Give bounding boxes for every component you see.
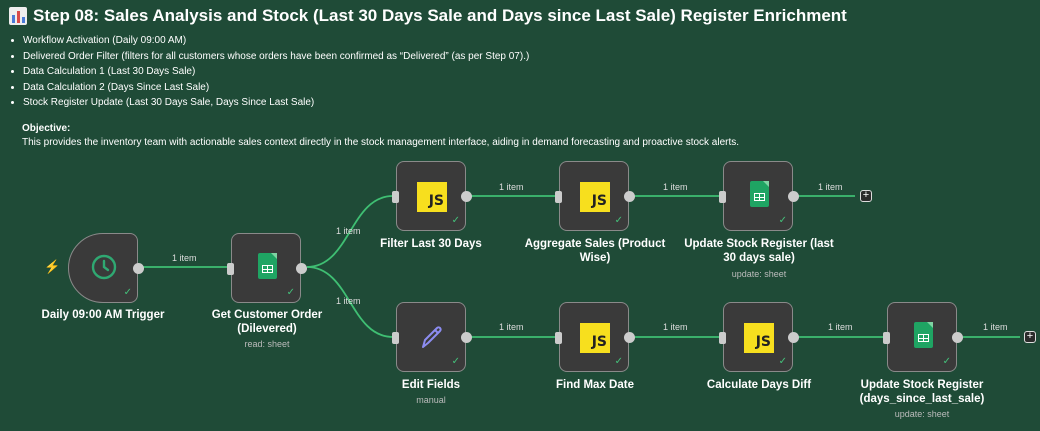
node-label: Get Customer Order (Dilevered) (211, 309, 323, 335)
objective-label: Objective: (22, 123, 71, 134)
connection-item-count: 1 item (499, 322, 524, 332)
list-item: Delivered Order Filter (filters for all … (23, 49, 529, 65)
list-item: Data Calculation 1 (Last 30 Days Sale) (23, 64, 529, 80)
input-handle[interactable] (555, 332, 562, 344)
node-get-customer-order[interactable]: ✓ (227, 233, 307, 303)
success-check-icon: ✓ (451, 356, 460, 367)
success-check-icon: ✓ (286, 287, 295, 298)
input-handle[interactable] (392, 332, 399, 344)
google-sheets-icon (258, 253, 277, 279)
note-bullet-list: Workflow Activation (Daily 09:00 AM) Del… (10, 33, 529, 111)
node-label: Update Stock Register (last 30 days sale… (684, 238, 834, 264)
javascript-icon: JS (580, 323, 610, 353)
output-handle[interactable] (788, 332, 799, 343)
connection-item-count: 1 item (499, 182, 524, 192)
output-handle[interactable] (624, 191, 635, 202)
node-edit-fields[interactable]: ✓ (392, 302, 472, 372)
node-filter-last-30-days[interactable]: JS ✓ (392, 161, 472, 231)
connection-item-count: 1 item (663, 322, 688, 332)
success-check-icon: ✓ (614, 356, 623, 367)
node-label: Filter Last 30 Days (380, 238, 482, 250)
connection-item-count: 1 item (336, 296, 361, 306)
success-check-icon: ✓ (614, 215, 623, 226)
node-subtitle: update: sheet (731, 269, 787, 279)
connection-get-orders-filter (306, 195, 394, 268)
node-aggregate-sales[interactable]: JS ✓ (555, 161, 635, 231)
input-handle[interactable] (719, 191, 726, 203)
clock-icon (91, 254, 117, 280)
node-label: Find Max Date (556, 379, 634, 391)
node-label: Aggregate Sales (Product Wise) (524, 238, 666, 264)
google-sheets-icon (914, 322, 933, 348)
input-handle[interactable] (227, 263, 234, 275)
output-handle[interactable] (461, 191, 472, 202)
node-label: Calculate Days Diff (706, 379, 812, 391)
input-handle[interactable] (555, 191, 562, 203)
success-check-icon: ✓ (778, 215, 787, 226)
node-daily-trigger[interactable]: ✓ (68, 233, 144, 303)
add-node-plus-icon[interactable]: + (860, 190, 872, 202)
connection-item-count: 1 item (828, 322, 853, 332)
success-check-icon: ✓ (778, 356, 787, 367)
input-handle[interactable] (883, 332, 890, 344)
lightning-bolt-icon: ⚡ (44, 259, 61, 274)
list-item: Workflow Activation (Daily 09:00 AM) (23, 33, 529, 49)
input-handle[interactable] (719, 332, 726, 344)
connection-item-count: 1 item (663, 182, 688, 192)
output-handle[interactable] (788, 191, 799, 202)
javascript-icon: JS (580, 182, 610, 212)
node-subtitle: read: sheet (244, 339, 290, 349)
node-update-stock-register-days-since[interactable]: ✓ (883, 302, 963, 372)
success-check-icon: ✓ (942, 356, 951, 367)
node-calculate-days-diff[interactable]: JS ✓ (719, 302, 799, 372)
connection-get-orders-edit (306, 266, 394, 338)
add-node-plus-icon[interactable]: + (1024, 331, 1036, 343)
node-subtitle: manual (416, 395, 446, 405)
list-item: Stock Register Update (Last 30 Days Sale… (23, 95, 529, 111)
connection-item-count: 1 item (818, 182, 843, 192)
bar-chart-icon (9, 7, 27, 25)
javascript-icon: JS (744, 323, 774, 353)
javascript-icon: JS (417, 182, 447, 212)
list-item: Data Calculation 2 (Days Since Last Sale… (23, 80, 529, 96)
objective-text: This provides the inventory team with ac… (22, 137, 740, 148)
connection-item-count: 1 item (172, 253, 197, 263)
output-handle[interactable] (296, 263, 307, 274)
node-label: Daily 09:00 AM Trigger (41, 309, 165, 321)
pencil-icon (422, 326, 442, 348)
connection-item-count: 1 item (336, 226, 361, 236)
input-handle[interactable] (392, 191, 399, 203)
output-handle[interactable] (461, 332, 472, 343)
google-sheets-icon (750, 181, 769, 207)
node-label: Update Stock Register (days_since_last_s… (859, 379, 985, 405)
node-update-stock-register-30-days[interactable]: ✓ (719, 161, 799, 231)
connection-item-count: 1 item (983, 322, 1008, 332)
output-handle[interactable] (952, 332, 963, 343)
output-handle[interactable] (133, 263, 144, 274)
output-handle[interactable] (624, 332, 635, 343)
node-find-max-date[interactable]: JS ✓ (555, 302, 635, 372)
node-label: Edit Fields (401, 379, 461, 391)
success-check-icon: ✓ (451, 215, 460, 226)
node-subtitle: update: sheet (894, 409, 950, 419)
note-title: Step 08: Sales Analysis and Stock (Last … (9, 6, 847, 26)
success-check-icon: ✓ (123, 287, 132, 298)
note-title-text: Step 08: Sales Analysis and Stock (Last … (33, 6, 847, 25)
